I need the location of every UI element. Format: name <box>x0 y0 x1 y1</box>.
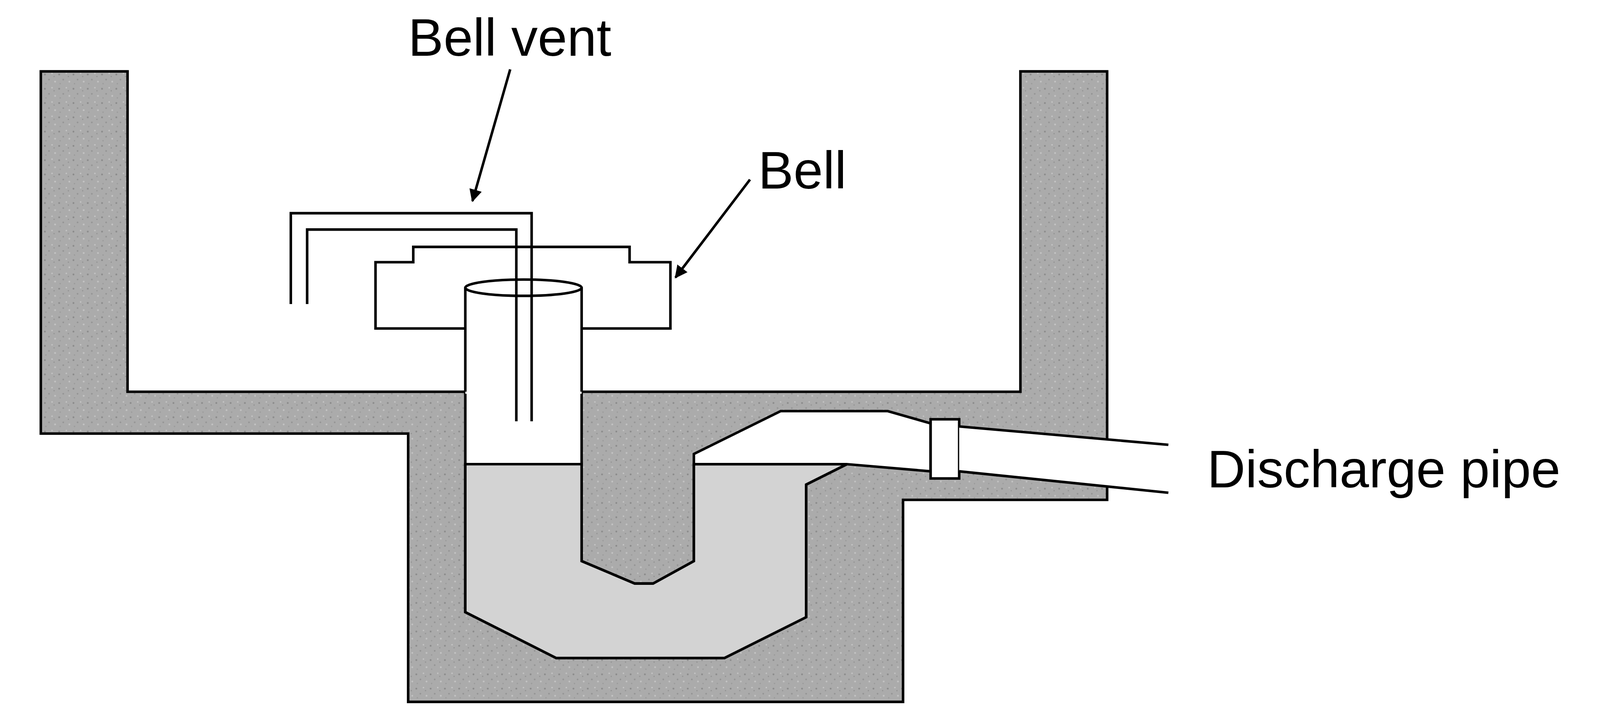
riser-tube-wall <box>580 287 583 392</box>
concrete-basin <box>40 71 1108 703</box>
riser-tube-wall <box>464 287 467 392</box>
pipe-coupling <box>930 419 960 479</box>
water-seal <box>465 464 847 658</box>
discharge-pipe-edge <box>959 426 1169 445</box>
bell-vent <box>290 213 532 422</box>
riser-tube-rim <box>465 279 582 297</box>
part-label: Bell <box>758 144 847 197</box>
leader-arrow <box>472 69 511 202</box>
bell-vent <box>307 229 517 422</box>
riser-tube-fill <box>465 287 582 394</box>
water-level <box>693 462 847 466</box>
discharge-pipe <box>959 426 1169 493</box>
trap-cavity <box>465 391 931 659</box>
leader-arrow <box>675 179 751 278</box>
part-label: Discharge pipe <box>1207 442 1561 496</box>
discharge-pipe-edge <box>959 471 1169 493</box>
part-label: Bell vent <box>408 11 612 65</box>
